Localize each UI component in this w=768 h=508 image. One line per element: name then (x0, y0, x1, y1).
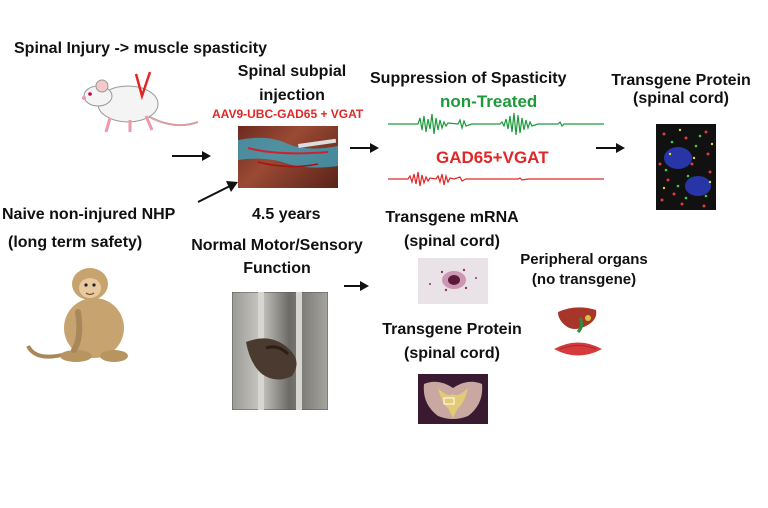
transgene-protein-top-label: Transgene Protein (spinal cord) (611, 72, 751, 108)
non-treated-emg-trace (388, 110, 604, 138)
naive-nhp-label: Naive non-injured NHP (2, 206, 176, 223)
suppression-title: Suppression of Spasticity (370, 70, 567, 87)
transgene-protein-bottom-label: Transgene Protein (spinal cord) (382, 321, 522, 362)
liver-icon (556, 304, 600, 334)
subpial-surgery-image (238, 126, 338, 188)
spinal-injury-title: Spinal Injury -> muscle spasticity (14, 40, 267, 57)
transgene-protein-fluorescence-image (656, 124, 716, 210)
treated-label: GAD65+VGAT (436, 148, 549, 167)
arrow-to-suppression (350, 142, 380, 154)
monkey-illustration (26, 262, 146, 366)
long-term-safety-label: (long term safety) (8, 234, 143, 251)
duration-label: 4.5 years (252, 206, 321, 223)
spinal-cord-section-image (418, 374, 488, 424)
transgene-mrna-image (418, 258, 488, 304)
normal-motor-sensory-label: Normal Motor/Sensory Function (191, 237, 363, 278)
subpial-injection-title: Spinal subpial injection (237, 63, 347, 104)
non-treated-label: non-Treated (440, 92, 538, 111)
arrow-from-naive (196, 180, 240, 204)
muscle-icon (552, 338, 604, 360)
arrow-to-surgery (172, 150, 212, 162)
vector-label: AAV9-UBC-GAD65 + VGAT (212, 107, 364, 121)
arrow-to-mrna (344, 280, 370, 292)
treated-emg-trace (388, 166, 604, 192)
injured-rat-illustration (80, 64, 200, 140)
peripheral-organs-label: Peripheral organs (no transgene) (520, 251, 648, 288)
transgene-mrna-label: Transgene mRNA (spinal cord) (385, 209, 519, 250)
arrow-to-transgene-protein (596, 142, 626, 154)
motor-function-photo (232, 292, 328, 410)
